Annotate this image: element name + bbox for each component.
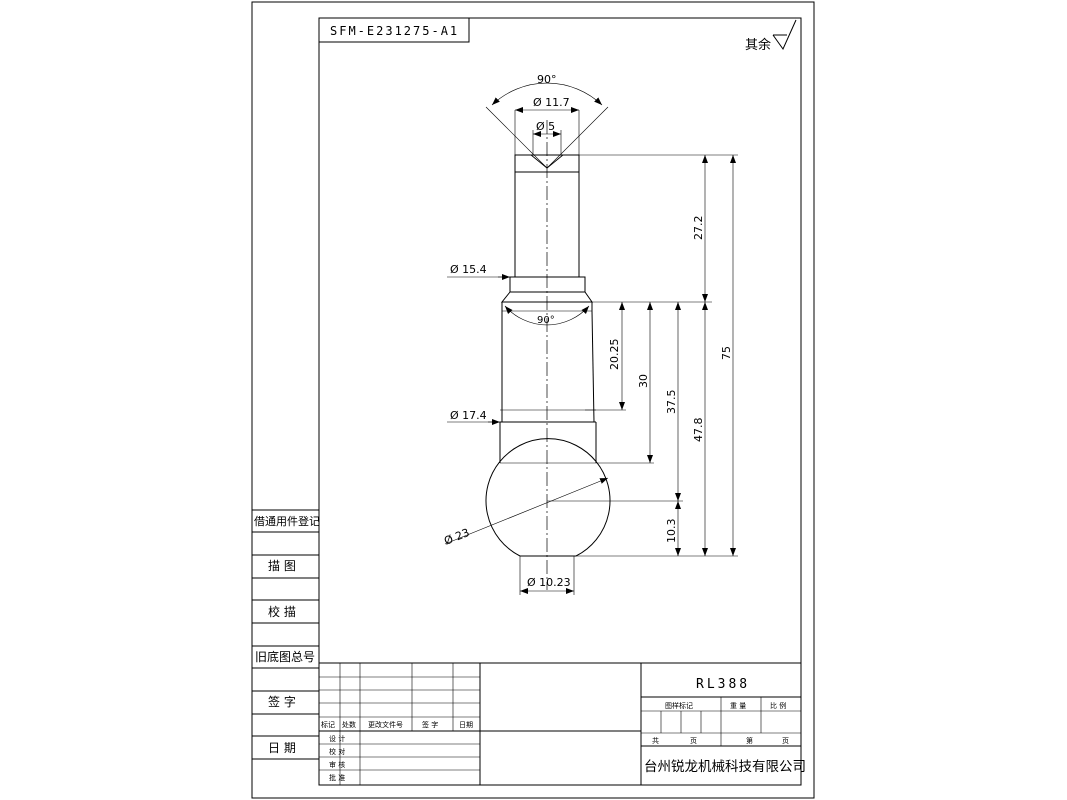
dim-len-27-2: 27.2	[692, 216, 705, 241]
dim-dia-23: Ø 23	[442, 526, 471, 548]
part-name: RL388	[696, 677, 750, 692]
scale-label: 比 例	[770, 701, 786, 710]
dim-len-75: 75	[720, 346, 733, 360]
rev-header-3: 签 字	[422, 720, 438, 729]
dim-len-10-3: 10.3	[665, 519, 678, 544]
dim-top-angle: 90°	[537, 73, 557, 86]
dim-len-37-5: 37.5	[665, 390, 678, 415]
revision-table: 标记 处数 更改文件号 签 字 日期 设 计 校 对 审 核 批 准	[319, 662, 801, 785]
dim-dia-5: Ø 5	[536, 120, 555, 133]
title-block: RL388 图样标记 重 量 比 例 共 页 第 页 台州锐龙机械科技有限公司	[641, 677, 806, 775]
dim-len-47-8: 47.8	[692, 418, 705, 443]
sheet-no-label: 第	[746, 736, 753, 745]
rev-header-2: 更改文件号	[368, 720, 403, 729]
surface-note-text: 其余	[745, 37, 771, 53]
rev-role-2: 审 核	[329, 760, 345, 769]
dim-dia-17-4: Ø 17.4	[450, 409, 487, 422]
surface-finish-icon	[772, 19, 797, 50]
dim-len-20-25: 20.25	[608, 339, 621, 371]
dim-mid-angle: 90°	[537, 315, 555, 326]
part-outline	[485, 120, 611, 590]
left-item-0: 借通用件登记	[254, 514, 320, 528]
total-sheets-label: 共	[652, 736, 659, 745]
drawing-number: SFM-E231275-A1	[330, 24, 459, 38]
dim-len-30: 30	[637, 374, 650, 388]
ball-profile	[485, 438, 611, 557]
surface-finish-note: 其余	[745, 19, 797, 53]
drawing-mark-label: 图样标记	[665, 701, 693, 710]
dim-dia-15-4: Ø 15.4	[450, 263, 487, 276]
left-item-2: 校 描	[268, 604, 296, 619]
dim-dia-11-7: Ø 11.7	[533, 96, 570, 109]
rev-header-4: 日期	[459, 721, 473, 729]
left-register-column: 借通用件登记 描 图 校 描 旧底图总号 签 字 日 期	[252, 509, 320, 760]
rev-role-0: 设 计	[329, 734, 345, 743]
left-item-5: 日 期	[268, 741, 296, 755]
dimensions: 90° Ø 11.7 Ø 5 27.2 75 Ø 15.4 90° 20.25	[442, 73, 738, 595]
rev-header-1: 处数	[342, 720, 356, 729]
company-name: 台州锐龙机械科技有限公司	[644, 759, 806, 775]
sheet-unit-2: 页	[782, 737, 789, 745]
sheet-unit-1: 页	[690, 737, 697, 745]
weight-label: 重 量	[730, 702, 746, 710]
left-item-4: 签 字	[268, 694, 296, 709]
rev-header-0: 标记	[321, 720, 335, 729]
dim-dia-10-23: Ø 10.23	[527, 576, 571, 589]
rev-role-3: 批 准	[329, 773, 345, 782]
left-item-3: 旧底图总号	[255, 649, 315, 664]
rev-role-1: 校 对	[329, 747, 345, 756]
drawing-number-box: SFM-E231275-A1	[318, 17, 470, 43]
sheet-frame	[251, 1, 815, 799]
left-item-1: 描 图	[268, 559, 296, 573]
